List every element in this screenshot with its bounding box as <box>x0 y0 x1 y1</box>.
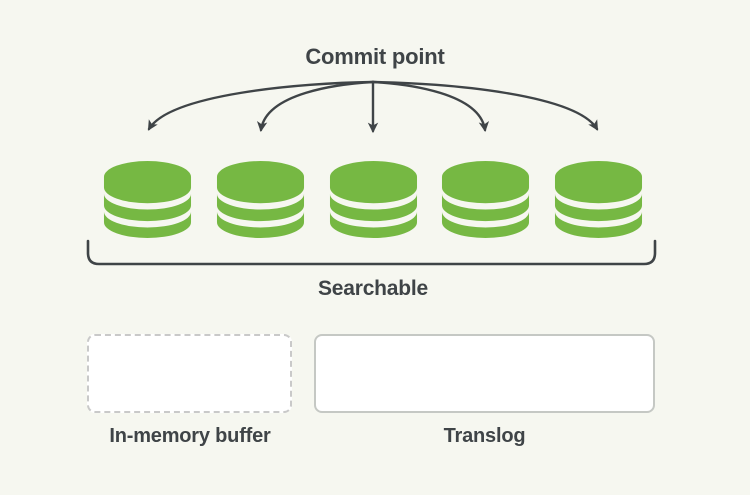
commit-point-label: Commit point <box>305 44 445 69</box>
database-cylinder-icon <box>329 161 417 238</box>
commit-arrow-1 <box>147 80 375 131</box>
translog-label: Translog <box>443 425 526 447</box>
segment-row <box>103 160 643 238</box>
database-cylinder-icon <box>442 161 530 238</box>
in-memory-buffer-box <box>87 334 292 413</box>
commit-arrow-4 <box>371 80 490 133</box>
translog-box <box>314 334 655 413</box>
in-memory-buffer-label: In-memory buffer <box>109 425 271 447</box>
database-cylinder-icon <box>554 161 643 238</box>
commit-arrow-2 <box>256 80 375 133</box>
database-cylinder-icon <box>103 161 192 238</box>
commit-arrow-5 <box>371 80 599 131</box>
searchable-bracket-icon <box>86 239 657 266</box>
searchable-label: Searchable <box>317 277 429 300</box>
database-cylinder-icon <box>216 161 304 238</box>
